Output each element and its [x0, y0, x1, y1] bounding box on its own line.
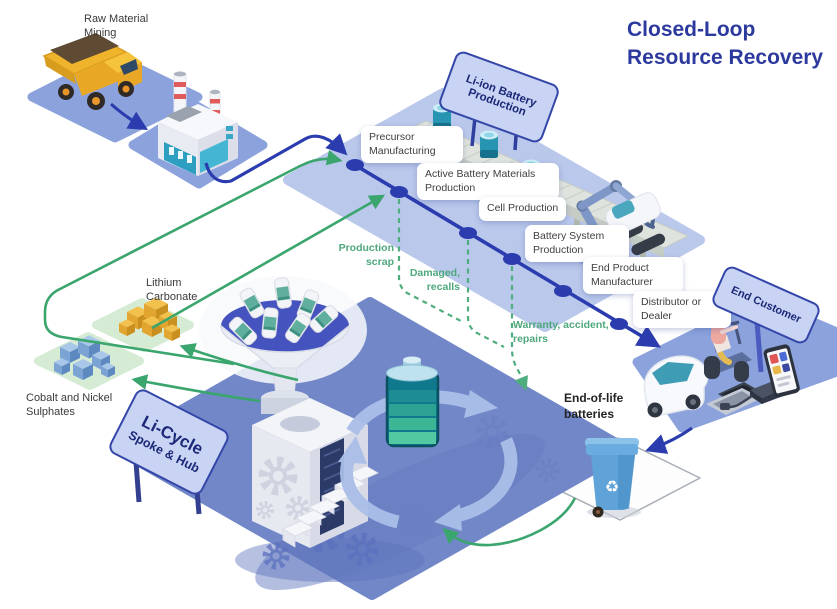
flow-hub-loop-to-precursor: [43, 150, 343, 366]
label-warranty-accident-repairs: Warranty, accident, repairs: [513, 319, 609, 345]
label-damaged-recalls: Damaged, recalls: [409, 267, 460, 293]
flow-hub-to-cobalt: [131, 374, 261, 403]
scooter-icon: [704, 306, 752, 382]
label-lithium-carbonate: Lithium Carbonate: [146, 277, 198, 304]
car-icon: [643, 355, 709, 418]
title-line2: Resource Recovery: [627, 45, 824, 69]
flow-factory-to-precursor: [204, 133, 348, 184]
flow-production-scrap: [397, 199, 462, 322]
flow-damaged-recalls: [466, 240, 505, 348]
label-end-product-manufacturer: End Product Manufacturer: [583, 257, 683, 295]
recycle-symbol-icon: ♻: [605, 479, 619, 496]
label-active-battery-materials: Active Battery Materials Production: [417, 163, 559, 201]
label-production-scrap: Production scrap: [338, 242, 394, 268]
sign-post: [133, 461, 142, 503]
page-title: Closed-Loop Resource Recovery: [627, 16, 837, 71]
label-battery-system-production: Battery System Production: [525, 225, 629, 263]
flow-hub-to-lithium: [179, 343, 299, 382]
flow-warranty-returns: [510, 266, 528, 391]
battery-icon: [385, 356, 440, 448]
factory-icon: [158, 71, 238, 176]
flow-mining-to-factory: [109, 102, 149, 130]
flow-bin-to-hub: [442, 497, 577, 547]
recycle-bin-icon: ♻: [585, 438, 641, 518]
sign-post: [754, 321, 764, 373]
dump-truck-icon: [42, 33, 142, 110]
label-raw-material-mining: Raw Material Mining: [84, 13, 149, 40]
label-distributor-or-dealer: Distributor or Dealer: [633, 291, 731, 329]
label-precursor-manufacturing: Precursor Manufacturing: [361, 126, 463, 164]
phone-icon: [763, 344, 800, 398]
shredder-machine-icon: [199, 276, 425, 582]
label-end-of-life-batteries: End-of-life batteries: [564, 391, 624, 421]
flow-customer-to-bin: [645, 426, 693, 454]
label-cobalt-nickel-sulphates: Cobalt and Nickel Sulphates: [26, 392, 113, 419]
label-cell-production: Cell Production: [479, 197, 567, 221]
title-line1: Closed-Loop: [627, 18, 756, 41]
flow-lines: [43, 102, 693, 547]
laptop-icon: [706, 382, 762, 415]
flow-lithium-to-active: [151, 194, 386, 330]
